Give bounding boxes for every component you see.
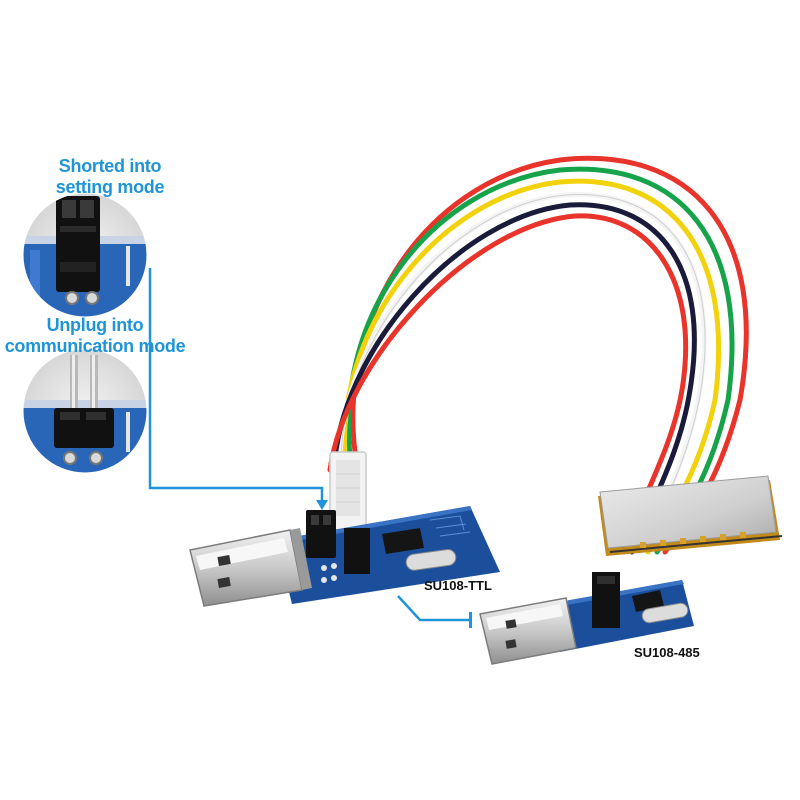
callout-line-jumper <box>148 268 324 506</box>
jumper-unplugged-inset <box>20 346 150 476</box>
su108-485-board <box>479 572 694 665</box>
unplug-label: Unplug into communication mode <box>4 315 186 357</box>
callout-arrow-jumper <box>316 500 328 510</box>
wireless-module <box>598 475 783 556</box>
board-label-485: SU108-485 <box>634 645 700 660</box>
unplug-label-line1: Unplug into <box>46 315 144 335</box>
usb-plug-485 <box>479 597 577 665</box>
su108-ttl-board <box>189 506 500 607</box>
callout-line-485 <box>397 595 470 622</box>
unplug-label-line2: communication mode <box>4 336 186 356</box>
shorted-label: Shorted into setting mode <box>20 156 200 198</box>
jumper-shorted-inset <box>20 190 150 320</box>
board-label-ttl: SU108-TTL <box>424 578 492 593</box>
usb-plug-ttl <box>189 528 312 607</box>
shorted-label-line2: setting mode <box>55 177 165 197</box>
cable-connector <box>329 451 367 531</box>
cable-bundle <box>327 155 749 555</box>
shorted-label-line1: Shorted into <box>58 156 162 176</box>
callout-end-485 <box>469 612 472 628</box>
